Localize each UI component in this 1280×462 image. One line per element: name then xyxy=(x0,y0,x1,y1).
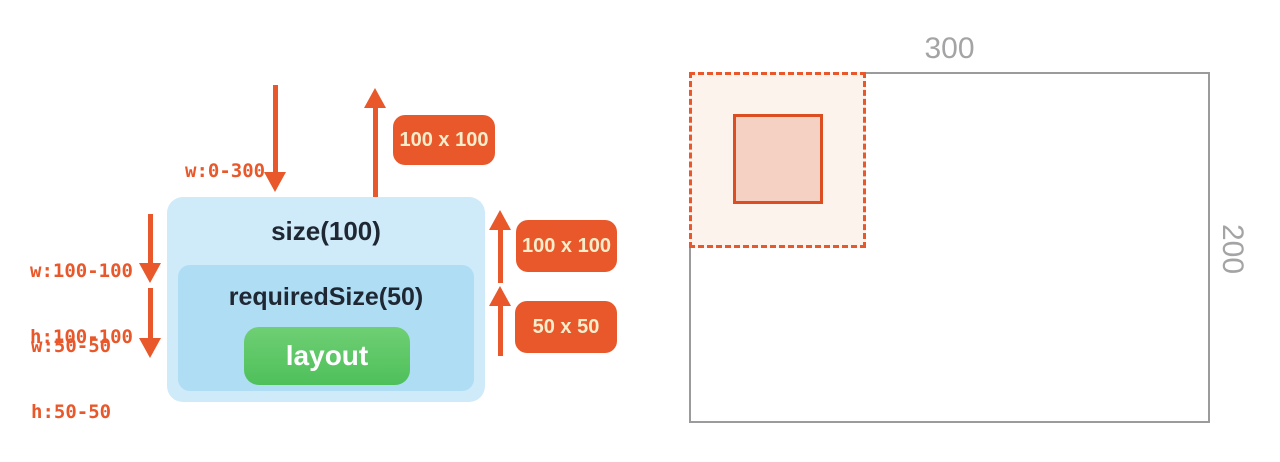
placed-child-rect xyxy=(733,114,823,204)
size-modifier-label: size(100) xyxy=(271,216,381,246)
required-size-modifier-label: requiredSize(50) xyxy=(228,283,424,311)
layout-node-label: layout xyxy=(285,340,369,371)
constraint-label-size: w:100-100 h:100-100 xyxy=(30,216,133,392)
up-arrow-icon xyxy=(489,210,511,283)
up-arrow-icon xyxy=(489,286,511,356)
size-badge-required-size: 50 x 50 xyxy=(515,301,617,353)
parent-height-label: 200 xyxy=(1216,223,1249,275)
size-badge-size-modifier: 100 x 100 xyxy=(516,220,617,272)
constraint-label-required-size: w:50-50 h:50-50 xyxy=(31,291,111,462)
down-arrow-icon xyxy=(264,85,286,192)
down-arrow-icon xyxy=(139,288,161,358)
up-arrow-icon xyxy=(364,88,386,197)
size-badge-size-modifier-label: 100 x 100 xyxy=(522,234,611,257)
constraint-label-root-width: w:0-300 xyxy=(185,160,266,182)
constraint-label-size-height: h:100-100 xyxy=(30,326,133,348)
size-badge-root: 100 x 100 xyxy=(393,115,495,165)
size-badge-required-size-label: 50 x 50 xyxy=(532,315,600,338)
constraint-label-required-size-height: h:50-50 xyxy=(31,401,112,423)
parent-width-label: 300 xyxy=(924,32,975,65)
constraint-label-required-size-width: w:50-50 xyxy=(31,335,112,357)
down-arrow-icon xyxy=(139,214,161,283)
size-badge-root-label: 100 x 100 xyxy=(399,128,489,151)
constraint-label-size-width: w:100-100 xyxy=(30,260,133,282)
layout-node-box: layout xyxy=(244,327,410,385)
